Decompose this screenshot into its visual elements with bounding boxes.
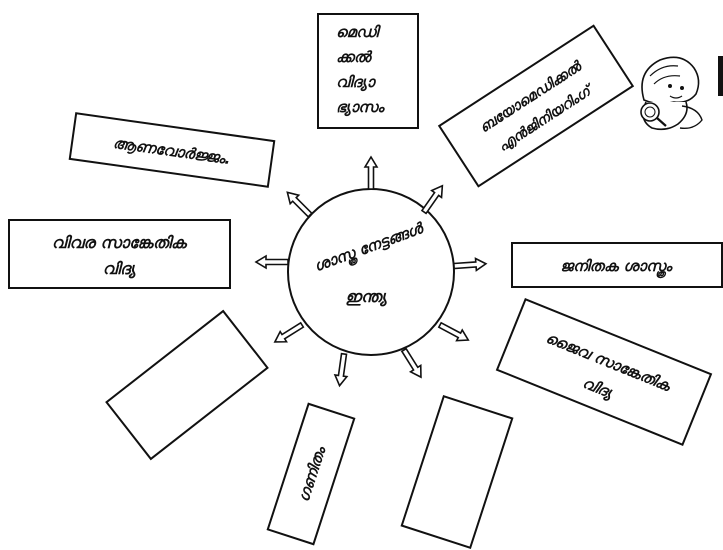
svg-text:വിവര സാങ്കേതിക: വിവര സാങ്കേതിക [52,233,188,252]
box-information-technology: വിവര സാങ്കേതിക വിദ്യ [8,219,231,289]
box-genetics: ജനിതക ശാസ്ത്രം [511,242,723,288]
svg-text:വിദ്യാ: വിദ്യാ [336,73,377,92]
svg-text:ജനിതക ശാസ്ത്രം: ജനിതക ശാസ്ത്രം [560,257,673,278]
box-nuclear-energy: ആണവോർജ്ജം. [68,112,276,188]
arrow-down [332,352,351,388]
arrow-down-right [398,346,427,382]
box-medical-education: മെഡി ക്കൽ വിദ്യാ ഭ്യാസം [317,13,419,129]
box-biotechnology: ജൈവ സാങ്കേതിക വിദ്യ [495,298,713,446]
arrow-up [364,156,378,190]
arrow-upper-left [282,187,316,221]
svg-text:ക്കൽ: ക്കൽ [336,48,373,66]
box-mathematics: ഗണിതം [266,402,356,546]
box-blank-lower-left [105,309,269,461]
arrow-upper-right [418,181,449,217]
box-biomedical-engineering: ബയോമെഡിക്കൽ എൻജിനിയറിംഗ് [437,24,635,188]
svg-text:മെഡി: മെഡി [336,23,382,41]
box-blank-lower-right [400,394,514,550]
arrow-right [452,256,488,273]
svg-text:ഭ്യാസം: ഭ്യാസം [336,98,386,117]
arrow-lower-right [436,318,472,347]
arrow-left [255,255,289,269]
central-subtitle: ഇന്ത്യ [345,287,387,307]
arrow-lower-left [270,319,306,348]
svg-text:വിദ്യ: വിദ്യ [103,259,137,279]
central-topic: ശാസ്ത്ര നേട്ടങ്ങൾ ഇന്ത്യ [287,188,455,356]
detective-child-with-magnifier-icon [640,56,723,131]
